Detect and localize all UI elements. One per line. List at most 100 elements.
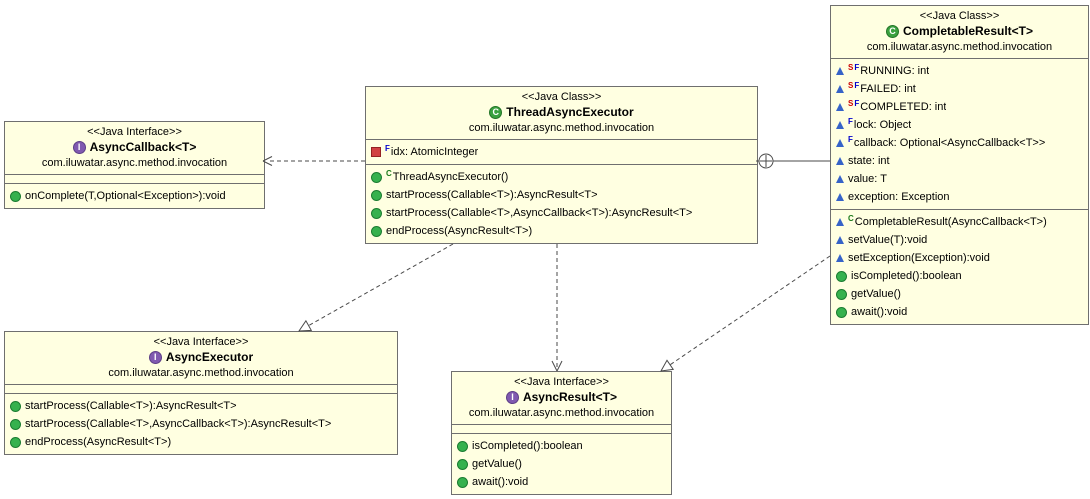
method-row: onComplete(T,Optional<Exception>):void — [5, 187, 264, 205]
fields-compartment-empty — [5, 174, 264, 183]
field-label: lock: Object — [853, 119, 912, 131]
method-row: C CompletableResult(AsyncCallback<T>) — [831, 213, 1088, 231]
method-row: await():void — [831, 303, 1088, 321]
final-adornment: F — [848, 117, 853, 126]
method-label: await():void — [851, 306, 908, 318]
package-private-method-icon — [836, 253, 844, 262]
package-name: com.iluwatar.async.method.invocation — [468, 407, 655, 419]
class-box-threadasyncexecutor[interactable]: <<Java Class>> C ThreadAsyncExecutor com… — [365, 86, 758, 244]
method-row: startProcess(Callable<T>):AsyncResult<T> — [5, 397, 397, 415]
nested-class-anchor-icon — [758, 153, 774, 169]
package-private-method-icon — [836, 217, 844, 226]
class-box-asyncresult[interactable]: <<Java Interface>> I AsyncResult<T> com.… — [451, 371, 672, 495]
method-label: setValue(T):void — [848, 234, 928, 246]
package-private-method-icon — [836, 235, 844, 244]
public-method-icon — [457, 458, 468, 470]
public-method-icon — [457, 440, 468, 452]
public-method-icon — [10, 190, 21, 202]
class-box-completableresult[interactable]: <<Java Class>> C CompletableResult<T> co… — [830, 5, 1089, 325]
public-method-icon — [10, 418, 21, 430]
method-row: getValue() — [831, 285, 1088, 303]
fields-compartment-empty — [452, 424, 671, 433]
stereotype: <<Java Interface>> — [153, 336, 249, 348]
class-box-asynccallback[interactable]: <<Java Interface>> I AsyncCallback<T> co… — [4, 121, 265, 209]
class-header: <<Java Class>> C CompletableResult<T> co… — [831, 6, 1088, 58]
class-name: AsyncCallback<T> — [89, 140, 197, 154]
method-label: CompletableResult(AsyncCallback<T>) — [854, 216, 1047, 228]
field-label: callback: Optional<AsyncCallback<T>> — [853, 137, 1046, 149]
public-method-icon — [836, 306, 847, 318]
public-method-icon — [371, 189, 382, 201]
class-header: <<Java Interface>> I AsyncCallback<T> co… — [5, 122, 264, 174]
method-row: C ThreadAsyncExecutor() — [366, 168, 757, 186]
realization-edge-completableresult-to-asyncresult — [669, 255, 831, 366]
method-label: startProcess(Callable<T>,AsyncCallback<T… — [25, 418, 332, 430]
interface-icon: I — [505, 391, 519, 404]
interface-icon: I — [72, 141, 86, 154]
fields-compartment: S F RUNNING: int S F FAILED: int S F COM… — [831, 58, 1088, 209]
method-row: await():void — [452, 473, 671, 491]
methods-compartment: C CompletableResult(AsyncCallback<T>) se… — [831, 209, 1088, 324]
stereotype: <<Java Interface>> — [87, 126, 182, 138]
method-label: startProcess(Callable<T>,AsyncCallback<T… — [386, 207, 693, 219]
realization-edge-to-asyncexecutor — [308, 243, 454, 327]
field-label: value: T — [848, 173, 887, 185]
method-label: endProcess(AsyncResult<T>) — [386, 225, 533, 237]
final-adornment: F — [385, 144, 390, 153]
methods-compartment: C ThreadAsyncExecutor() startProcess(Cal… — [366, 164, 757, 243]
package-private-field-icon — [836, 66, 844, 75]
package-private-field-icon — [836, 120, 844, 129]
method-label: isCompleted():boolean — [472, 440, 583, 452]
public-method-icon — [371, 171, 382, 183]
public-method-icon — [10, 400, 21, 412]
field-label: RUNNING: int — [860, 65, 930, 77]
hollow-triangle-arrowhead-icon — [298, 319, 313, 332]
method-row: startProcess(Callable<T>):AsyncResult<T> — [366, 186, 757, 204]
package-private-field-icon — [836, 102, 844, 111]
methods-compartment: isCompleted():boolean getValue() await()… — [452, 433, 671, 494]
interface-icon: I — [148, 351, 162, 364]
fields-compartment-empty — [5, 384, 397, 393]
field-label: COMPLETED: int — [860, 101, 947, 113]
method-label: getValue() — [851, 288, 901, 300]
hollow-triangle-arrowhead-icon — [660, 359, 675, 372]
package-name: com.iluwatar.async.method.invocation — [41, 157, 228, 169]
field-row: exception: Exception — [831, 188, 1088, 206]
static-adornment: S — [848, 99, 854, 108]
field-row: F lock: Object — [831, 116, 1088, 134]
stereotype: <<Java Class>> — [919, 10, 1000, 22]
field-row: S F FAILED: int — [831, 80, 1088, 98]
method-row: setException(Exception):void — [831, 249, 1088, 267]
final-adornment: F — [854, 63, 860, 72]
method-row: endProcess(AsyncResult<T>) — [5, 433, 397, 451]
method-label: ThreadAsyncExecutor() — [392, 171, 509, 183]
field-label: exception: Exception — [848, 191, 950, 203]
field-row: F idx: AtomicInteger — [366, 143, 757, 161]
field-row: state: int — [831, 152, 1088, 170]
fields-compartment: F idx: AtomicInteger — [366, 139, 757, 164]
public-method-icon — [371, 225, 382, 237]
package-private-field-icon — [836, 156, 844, 165]
open-arrowhead-icon — [551, 360, 563, 372]
method-row: startProcess(Callable<T>,AsyncCallback<T… — [366, 204, 757, 222]
field-row: S F RUNNING: int — [831, 62, 1088, 80]
field-label: state: int — [848, 155, 890, 167]
method-label: await():void — [472, 476, 529, 488]
methods-compartment: onComplete(T,Optional<Exception>):void — [5, 183, 264, 208]
method-label: endProcess(AsyncResult<T>) — [25, 436, 172, 448]
class-header: <<Java Interface>> I AsyncResult<T> com.… — [452, 372, 671, 424]
class-name: ThreadAsyncExecutor — [506, 105, 634, 119]
method-label: getValue() — [472, 458, 522, 470]
package-private-field-icon — [836, 192, 844, 201]
final-adornment: F — [854, 81, 860, 90]
class-box-asyncexecutor[interactable]: <<Java Interface>> I AsyncExecutor com.i… — [4, 331, 398, 455]
method-label: onComplete(T,Optional<Exception>):void — [25, 190, 226, 202]
static-adornment: S — [848, 63, 854, 72]
package-name: com.iluwatar.async.method.invocation — [468, 122, 655, 134]
class-header: <<Java Interface>> I AsyncExecutor com.i… — [5, 332, 397, 384]
method-row: setValue(T):void — [831, 231, 1088, 249]
field-row: value: T — [831, 170, 1088, 188]
method-label: startProcess(Callable<T>):AsyncResult<T> — [386, 189, 598, 201]
private-field-icon — [371, 147, 381, 157]
method-row: endProcess(AsyncResult<T>) — [366, 222, 757, 240]
